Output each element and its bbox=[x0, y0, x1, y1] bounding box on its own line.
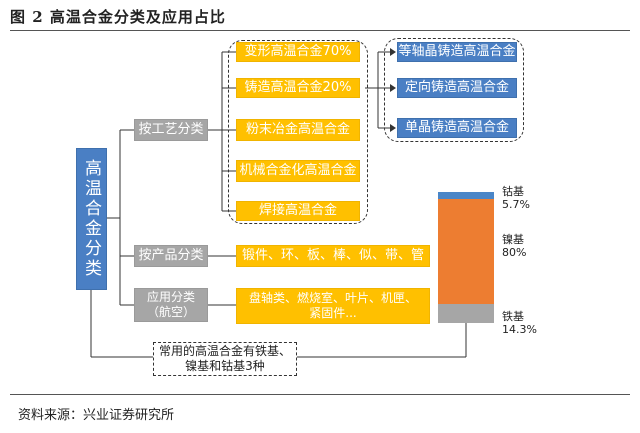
process-item-cast: 铸造高温合金20% bbox=[236, 78, 360, 98]
composition-bar bbox=[438, 192, 494, 323]
process-items-group bbox=[228, 40, 368, 224]
application-items-line1: 盘轴类、燃烧室、叶片、机匣、 bbox=[248, 291, 417, 305]
process-branch-label: 按工艺分类 bbox=[134, 119, 208, 141]
main-node: 高温合金分类 bbox=[76, 148, 107, 290]
casting-type-directional: 定向铸造高温合金 bbox=[397, 78, 517, 98]
casting-type-single-crystal: 单晶铸造高温合金 bbox=[397, 118, 517, 138]
application-branch-label: 应用分类 （航空） bbox=[134, 288, 208, 322]
process-item-wrought: 变形高温合金70% bbox=[236, 42, 360, 62]
base-note-line2: 镍基和钴基3种 bbox=[185, 359, 265, 373]
composition-segment-0 bbox=[438, 192, 494, 199]
cobalt-base-label: 钴基 5.7% bbox=[502, 185, 530, 211]
product-items: 锻件、环、板、棒、似、带、管 bbox=[236, 245, 430, 267]
product-branch-label-text: 按产品分类 bbox=[138, 248, 204, 263]
nickel-base-percent: 80% bbox=[502, 246, 527, 259]
casting-types-group bbox=[384, 38, 524, 142]
base-type-note: 常用的高温合金有铁基、 镍基和钴基3种 bbox=[153, 342, 297, 376]
product-branch-label: 按产品分类 bbox=[134, 245, 208, 267]
composition-segment-2 bbox=[438, 304, 494, 323]
bottom-rule bbox=[10, 394, 630, 395]
application-items: 盘轴类、燃烧室、叶片、机匣、 紧固件... bbox=[236, 288, 430, 324]
process-item-powder: 粉末冶金高温合金 bbox=[236, 119, 360, 141]
cobalt-base-name: 钴基 bbox=[502, 185, 524, 198]
cobalt-base-percent: 5.7% bbox=[502, 198, 530, 211]
source-note: 资料来源：兴业证券研究所 bbox=[18, 408, 175, 423]
process-item-mechanical-alloying: 机械合金化高温合金 bbox=[236, 160, 360, 182]
nickel-base-name: 镍基 bbox=[502, 233, 524, 246]
composition-segment-1 bbox=[438, 199, 494, 304]
iron-base-percent: 14.3% bbox=[502, 323, 537, 336]
base-note-line1: 常用的高温合金有铁基、 bbox=[158, 344, 291, 358]
iron-base-name: 铁基 bbox=[502, 310, 524, 323]
top-rule bbox=[10, 30, 630, 31]
figure-title: 图 2 高温合金分类及应用占比 bbox=[10, 8, 226, 26]
nickel-base-label: 镍基 80% bbox=[502, 233, 526, 259]
iron-base-label: 铁基 14.3% bbox=[502, 310, 537, 336]
casting-type-equiaxed: 等轴晶铸造高温合金 bbox=[397, 42, 517, 62]
application-label-line1: 应用分类 bbox=[146, 290, 195, 304]
application-items-line2: 紧固件... bbox=[309, 306, 357, 320]
process-item-welding: 焊接高温合金 bbox=[236, 201, 360, 221]
application-label-line2: （航空） bbox=[146, 305, 195, 319]
